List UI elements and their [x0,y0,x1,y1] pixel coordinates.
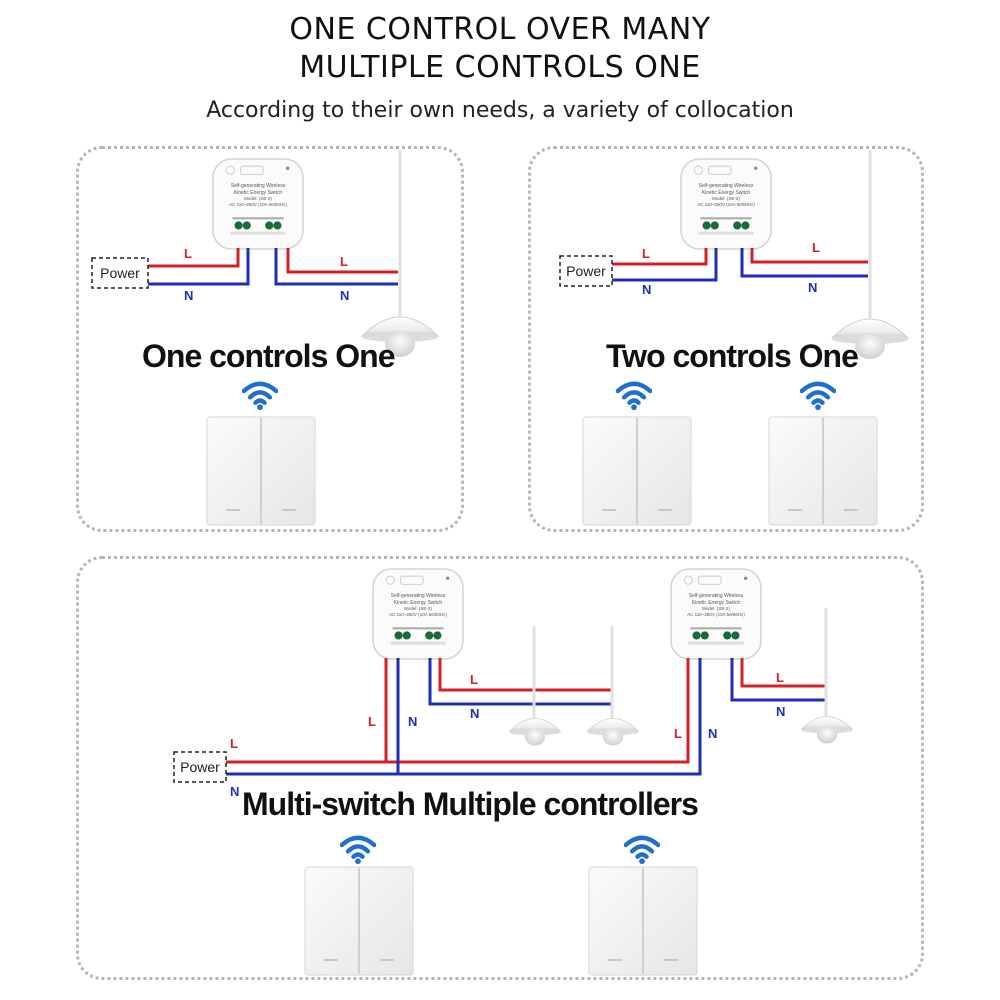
wifi-icon [618,384,650,410]
svg-text:Self-generating Wireless: Self-generating Wireless [689,593,744,599]
svg-text:N: N [184,288,193,303]
svg-text:N: N [470,706,479,721]
svg-text:N: N [642,282,651,297]
wifi-icon [244,384,276,410]
svg-text:N: N [708,726,717,741]
svg-text:L: L [340,254,348,269]
receiver-module-icon: Self-generating Wireless Kinetic Energy … [680,158,772,250]
svg-text:Kinetic Energy Switch: Kinetic Energy Switch [702,190,751,196]
svg-text:Model: (SE-2): Model: (SE-2) [712,196,740,201]
svg-text:L: L [674,726,682,741]
panel-multi-switch [76,556,924,980]
wall-switch-icon [206,416,316,526]
svg-text:L: L [776,670,784,685]
title-line-2: MULTIPLE CONTROLS ONE [299,50,701,85]
svg-text:N: N [776,704,785,719]
svg-text:L: L [184,246,192,261]
svg-text:L: L [368,714,376,729]
title-line-1: ONE CONTROL OVER MANY [289,12,711,47]
power-source: Power [559,255,613,287]
svg-text:AC 110~250V (10A 50/60Hz): AC 110~250V (10A 50/60Hz) [229,202,287,207]
svg-text:Self-generating Wireless: Self-generating Wireless [391,593,446,599]
svg-text:Model: (SE-2): Model: (SE-2) [244,196,272,201]
svg-text:L: L [812,240,820,255]
svg-text:L: L [470,672,478,687]
power-source: Power [91,257,149,289]
svg-text:Model: (SE-2): Model: (SE-2) [702,606,730,611]
wall-switch-icon [582,416,692,526]
svg-text:Self-generating Wireless: Self-generating Wireless [231,183,286,189]
caption-multi-switch: Multi-switch Multiple controllers [242,786,699,822]
svg-text:N: N [408,714,417,729]
ceiling-lamp-icon [586,718,640,746]
svg-text:Power: Power [100,265,140,281]
ceiling-lamp-icon [508,718,562,746]
svg-text:N: N [230,784,239,799]
svg-text:Model: (SE-2): Model: (SE-2) [404,606,432,611]
svg-text:L: L [230,736,238,751]
wall-switch-icon [304,866,414,976]
svg-text:Self-generating Wireless: Self-generating Wireless [699,183,754,189]
receiver-module-icon: Self-generating Wireless Kinetic Energy … [212,158,304,250]
svg-text:Power: Power [180,759,220,775]
svg-text:Kinetic Energy Switch: Kinetic Energy Switch [394,600,443,606]
svg-text:L: L [642,246,650,261]
wifi-icon [626,838,658,864]
svg-text:Kinetic Energy Switch: Kinetic Energy Switch [692,600,741,606]
receiver-module-icon: Self-generating Wireless Kinetic Energy … [670,568,762,660]
caption-one-controls-one: One controls One [142,338,395,374]
svg-text:Power: Power [566,263,606,279]
panel-one-controls-one [76,146,464,532]
svg-text:AC 110~250V (10A 50/60Hz): AC 110~250V (10A 50/60Hz) [697,202,755,207]
caption-two-controls-one: Two controls One [606,338,859,374]
svg-text:N: N [808,280,817,295]
wall-switch-icon [768,416,878,526]
power-source: Power [173,751,227,783]
receiver-module-icon: Self-generating Wireless Kinetic Energy … [372,568,464,660]
wifi-icon [802,384,834,410]
svg-text:N: N [340,288,349,303]
svg-text:Kinetic Energy Switch: Kinetic Energy Switch [234,190,283,196]
subtitle: According to their own needs, a variety … [206,98,794,123]
wall-switch-icon [588,866,698,976]
panel-two-controls-one [528,146,924,532]
ceiling-lamp-icon [800,716,854,744]
svg-text:AC 110~250V (10A 50/60Hz): AC 110~250V (10A 50/60Hz) [687,612,745,617]
wifi-icon [342,838,374,864]
svg-text:AC 110~250V (10A 50/60Hz): AC 110~250V (10A 50/60Hz) [389,612,447,617]
